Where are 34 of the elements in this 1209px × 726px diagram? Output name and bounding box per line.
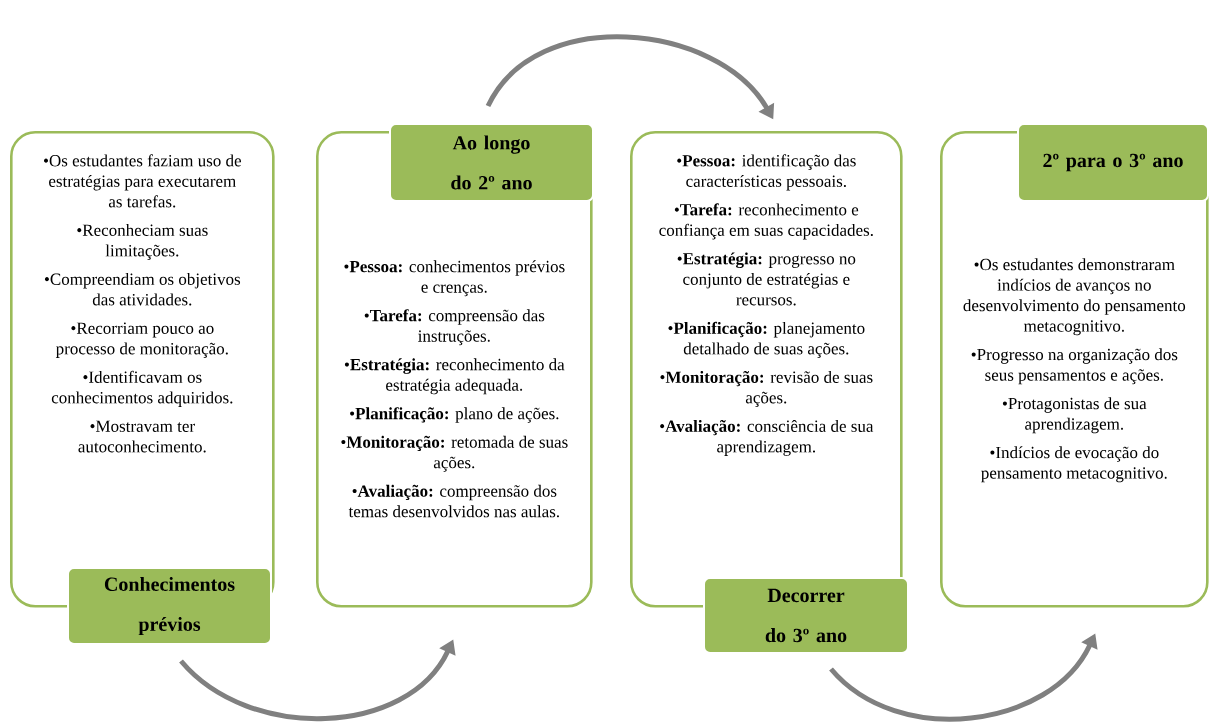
bullet-text: •Tarefa: compreensão das instruções. (364, 309, 545, 346)
header-box (703, 577, 909, 654)
header-text: Decorrer do 3º ano (765, 588, 847, 643)
header-text: 2º para o 3º ano (1043, 153, 1183, 172)
header-box (1017, 123, 1209, 202)
panel-box (316, 131, 593, 608)
panel-box (10, 131, 275, 608)
header-text: Conhecimentos prévios (104, 576, 235, 636)
bullet-text: •Estratégia: progresso no conjunto de estratégias e recursos. (677, 252, 856, 306)
header-text: Ao longo do 2º ano (451, 135, 532, 190)
bullet-text: •Compreendiam os objetivos das atividades. (44, 273, 241, 306)
bullet-text: •Indícios de evocação do pensamento metacognitivo. (981, 446, 1167, 483)
bullet-text: •Planificação: plano de ações. (350, 407, 559, 423)
bullet-text: •Estratégia: reconhecimento da estratégia adequada. (344, 358, 565, 395)
panel-box (940, 131, 1209, 608)
bullet-text: •Planificação: planejamento detalhado de suas ações. (668, 321, 865, 358)
bullet-text: •Protagonistas de sua aprendizagem. (1002, 397, 1147, 434)
bullet-text: •Recorriam pouco ao processo de monitoração. (55, 322, 228, 358)
bullet-text: •Os estudantes faziam uso de estratégias para executarem as tarefas. (44, 154, 241, 208)
panel-box (630, 131, 903, 608)
bullet-text: •Os estudantes demonstraram indícios de avanços no desenvolvimento do pensamento metacognitivo. (963, 258, 1186, 336)
bullet-text: •Monitoração: revisão de suas ações. (660, 370, 873, 407)
header-box (67, 567, 272, 645)
bullet-text: •Mostravam ter autoconhecimento. (78, 420, 206, 453)
bullet-text: •Avaliação: compreensão dos temas desenvolvidos nas aulas. (348, 484, 559, 518)
bullet-text: •Identificavam os conhecimentos adquiridos. (51, 370, 233, 407)
bullet-text: •Avaliação: consciência de sua aprendizagem. (660, 419, 874, 456)
bullet-text: •Tarefa: reconhecimento e confiança em suas capacidades. (659, 203, 873, 240)
bullet-text: •Progresso na organização dos seus pensamentos e ações. (971, 348, 1178, 385)
bullet-text: •Monitoração: retomada de suas ações. (341, 435, 568, 472)
header-box (389, 123, 594, 202)
bullet-text: •Pessoa: identificação das características pessoais. (677, 154, 856, 191)
bullet-text: •Reconheciam suas limitações. (77, 224, 208, 260)
bullet-text: •Pessoa: conhecimentos prévios e crenças. (344, 260, 565, 297)
